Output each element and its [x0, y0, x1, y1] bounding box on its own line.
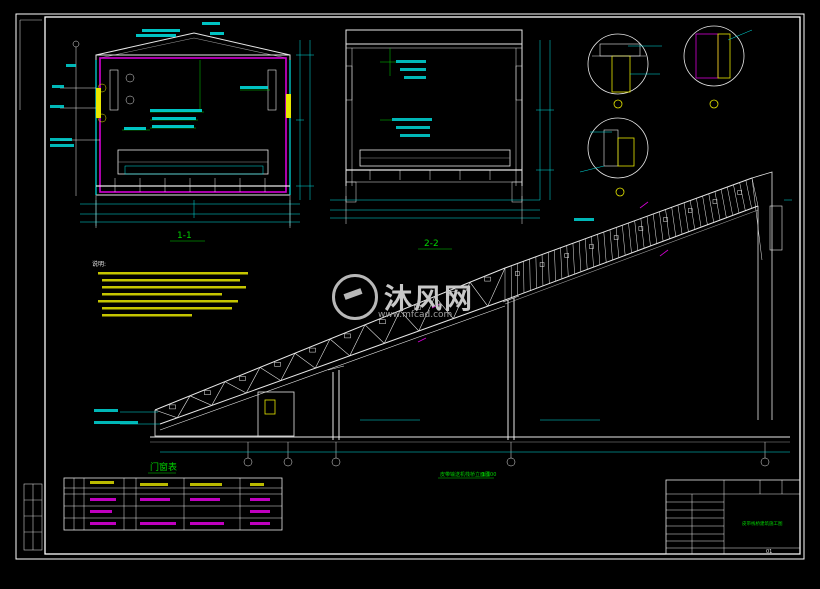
gallery-rib [560, 247, 563, 279]
gallery-window [564, 253, 569, 258]
truss-diagonal [154, 395, 191, 419]
section-1-1: 1-1 [50, 22, 314, 242]
gallery-rib [714, 191, 721, 221]
gallery-window [539, 262, 545, 267]
inner-border [44, 16, 801, 555]
gallery-window [638, 226, 644, 231]
section-2-2: 2-2 [330, 29, 554, 250]
gallery-rib [690, 200, 695, 230]
watermark-text: 沐风网 [384, 282, 475, 315]
gallery-rib [615, 227, 620, 258]
gallery-rib [739, 182, 746, 211]
gallery-rib [683, 202, 689, 232]
truss-window [169, 404, 176, 410]
truss-window [239, 376, 246, 381]
truss-window [379, 319, 386, 324]
gallery-rib [634, 220, 639, 251]
truss-window [414, 305, 421, 310]
gallery-rib [727, 186, 733, 216]
gallery-rib [554, 249, 556, 282]
gallery-rib [628, 222, 632, 254]
gallery-rib [585, 238, 588, 270]
truss-diagonal [399, 296, 436, 332]
sheet-number: 01 [766, 549, 772, 555]
gallery-rib [541, 254, 544, 286]
gallery-window [737, 190, 742, 195]
gallery-window [688, 208, 693, 213]
gallery-rib [733, 184, 740, 214]
notes-title: 说明: [92, 260, 106, 268]
gallery-rib [652, 213, 658, 244]
gallery-rib [659, 211, 664, 242]
gallery-rib [708, 193, 714, 223]
gallery-window [589, 244, 594, 249]
gallery-window [663, 217, 668, 222]
watermark: 沐风网 www.mfcad.com [332, 272, 522, 322]
elevation-title: 皮带输送机栈桥立面图 [440, 471, 490, 478]
truss-window [204, 390, 211, 395]
truss-diagonal [434, 282, 471, 320]
gallery-rib [591, 236, 594, 268]
truss-diagonal [189, 381, 226, 406]
section-2-2-label: 2-2 [424, 239, 439, 249]
watermark-url: www.mfcad.com [378, 310, 453, 320]
detail-node-c [579, 117, 649, 197]
gallery-rib [720, 189, 727, 218]
title-block: 皮带栈桥建筑施工图 01 [665, 479, 801, 555]
gallery-rib [529, 258, 531, 291]
truss-window [274, 362, 281, 367]
gallery-window [613, 235, 619, 240]
truss-diagonal [224, 367, 261, 394]
truss-diagonal [329, 324, 366, 357]
gallery-window [712, 199, 718, 204]
section-1-1-label: 1-1 [177, 231, 192, 241]
detail-node-b [683, 25, 753, 109]
gallery-rib [622, 225, 626, 256]
drawing-title: 皮带栈桥建筑施工图 [742, 520, 783, 527]
gallery-rib [609, 229, 613, 261]
elevation-scale: 1:100 [482, 472, 496, 478]
general-notes: 说明: [92, 260, 248, 317]
truss-diagonal [469, 267, 506, 307]
truss-diagonal [364, 310, 401, 344]
gallery-rib [671, 207, 677, 237]
gallery-rib [751, 177, 759, 207]
gallery-rib [566, 245, 569, 277]
gallery-rib [677, 204, 683, 235]
gallery-rib [578, 240, 582, 272]
truss-window [309, 347, 316, 353]
gallery-rib [597, 234, 601, 265]
door-window-schedule: 门窗表 [63, 461, 283, 531]
gallery-rib [547, 252, 550, 284]
watermark-logo-icon [332, 274, 378, 320]
truss-window [449, 291, 456, 296]
gallery-rib [572, 243, 575, 275]
binding-strip [19, 19, 43, 551]
truss-diagonal [294, 338, 331, 369]
schedule-title: 门窗表 [150, 461, 177, 473]
gallery-rib [745, 180, 752, 209]
truss-diagonal [259, 353, 296, 382]
gallery-rib [535, 256, 537, 289]
gallery-rib [702, 195, 708, 225]
gallery-rib [696, 198, 702, 228]
gallery-rib [646, 216, 651, 246]
gallery-window [515, 271, 520, 276]
outer-border [15, 13, 805, 560]
gallery-rib [603, 231, 607, 263]
conveyor-gallery-elevation: 皮带输送机栈桥立面图 1:100 [94, 171, 792, 479]
truss-window [344, 333, 351, 339]
truss-window [484, 276, 491, 282]
gallery-rib [665, 209, 670, 239]
detail-node-a [587, 33, 662, 109]
gallery-rib [640, 218, 645, 249]
